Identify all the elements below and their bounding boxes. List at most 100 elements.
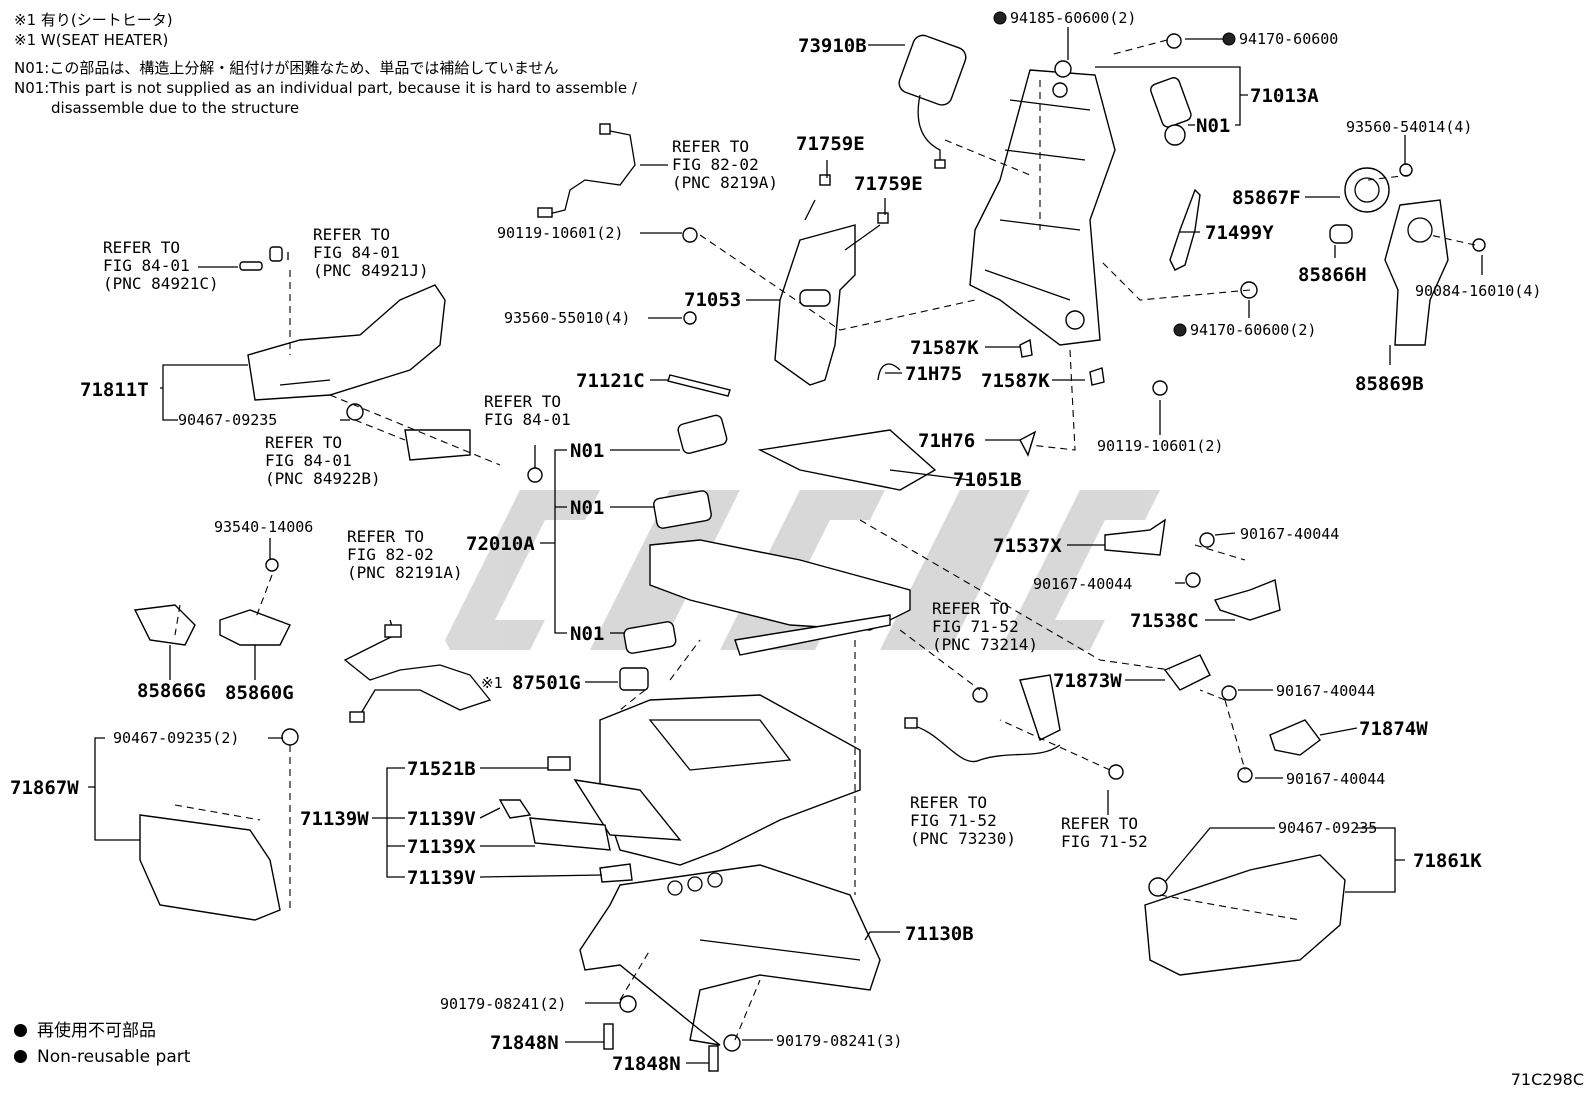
label-71H76[interactable]: 71H76 [918,430,975,452]
label-71587K-2[interactable]: 71587K [981,370,1050,392]
label-85866G[interactable]: 85866G [137,680,206,702]
ref-84922B-2[interactable]: FIG 84-01 [265,451,352,470]
label-73910B[interactable]: 73910B [798,35,867,57]
label-x1: ※1 [481,674,503,692]
label-90467-09235-b[interactable]: 90467-09235(2) [113,729,239,747]
label-71873W[interactable]: 71873W [1053,670,1122,692]
note-seat-heater-ja: ※1 有り(シートヒータ) [14,11,173,29]
label-71139V-2[interactable]: 71139V [407,867,476,889]
label-72010A[interactable]: 72010A [466,533,535,555]
ref-82191A-2[interactable]: FIG 82-02 [347,545,434,564]
label-71759E-1[interactable]: 71759E [796,133,865,155]
ref-8219A-1[interactable]: REFER TO [672,137,749,156]
non-reusable-dot [1222,32,1236,46]
connection-lines [174,39,1476,1041]
ref-84921C-2[interactable]: FIG 84-01 [103,256,190,275]
label-71521B[interactable]: 71521B [407,758,476,780]
side-shield-71811T [239,246,471,461]
label-71867W[interactable]: 71867W [10,777,79,799]
label-90467-09235-c[interactable]: 90467-09235 [1278,819,1377,837]
ref-73230-3[interactable]: (PNC 73230) [910,829,1016,848]
bullet-icon [14,1050,27,1063]
ref-73214-3[interactable]: (PNC 73214) [932,635,1038,654]
figure-code: 71C298C [1510,1070,1584,1089]
note-n01-en-cont: disassemble due to the structure [51,99,300,117]
ref-84921J-2[interactable]: FIG 84-01 [313,243,400,262]
ref-8219A-3[interactable]: (PNC 8219A) [672,173,778,192]
notes-block: ※1 有り(シートヒータ) ※1 W(SEAT HEATER) N01:この部品… [14,10,637,118]
fasteners [265,33,1486,1072]
label-71848N-2[interactable]: 71848N [612,1053,681,1075]
label-71130B[interactable]: 71130B [905,923,974,945]
label-71013A[interactable]: 71013A [1250,85,1319,107]
ref-73230-2[interactable]: FIG 71-52 [910,811,997,830]
label-71051B[interactable]: 71051B [953,469,1022,491]
label-71587K-1[interactable]: 71587K [910,337,979,359]
label-93560-55010[interactable]: 93560-55010(4) [504,309,630,327]
ref-84921J-1[interactable]: REFER TO [313,225,390,244]
ref-82191A-3[interactable]: (PNC 82191A) [347,563,463,582]
ref-7152-2[interactable]: FIG 71-52 [1061,832,1148,851]
label-85860G[interactable]: 85860G [225,682,294,704]
label-94170-60600-2[interactable]: 94170-60600(2) [1190,321,1316,339]
ref-84922B-3[interactable]: (PNC 84922B) [265,469,381,488]
label-71538C[interactable]: 71538C [1130,610,1199,632]
label-71499Y[interactable]: 71499Y [1205,222,1274,244]
ref-8401-1[interactable]: REFER TO [484,392,561,411]
seat-track-72010A [623,414,937,656]
label-90167-40044-d[interactable]: 90167-40044 [1286,770,1385,788]
note-seat-heater-en: ※1 W(SEAT HEATER) [14,31,169,49]
label-90179-08241-b[interactable]: 90179-08241(3) [776,1032,902,1050]
label-71537X[interactable]: 71537X [993,535,1062,557]
ref-73230-1[interactable]: REFER TO [910,793,987,812]
label-93560-54014[interactable]: 93560-54014(4) [1346,118,1472,136]
label-90167-40044-c[interactable]: 90167-40044 [1276,682,1375,700]
label-90119-10601-a[interactable]: 90119-10601(2) [497,224,623,242]
label-n01-b[interactable]: N01 [570,497,604,519]
part-labels: 73910B 94185-60600(2) 94170-60600 71013A… [10,9,1541,1075]
label-71874W[interactable]: 71874W [1359,718,1428,740]
ref-73214-1[interactable]: REFER TO [932,599,1009,618]
cover-71861K [1144,854,1346,976]
label-71848N-1[interactable]: 71848N [490,1032,559,1054]
label-85866H[interactable]: 85866H [1298,264,1367,286]
label-71139V-1[interactable]: 71139V [407,808,476,830]
label-71759E-2[interactable]: 71759E [854,173,923,195]
label-n01-c[interactable]: N01 [570,623,604,645]
label-90119-10601-b[interactable]: 90119-10601(2) [1097,437,1223,455]
label-71053[interactable]: 71053 [684,289,741,311]
label-85869B[interactable]: 85869B [1355,373,1424,395]
label-71811T[interactable]: 71811T [80,379,149,401]
ref-84921C-1[interactable]: REFER TO [103,238,180,257]
label-90179-08241-a[interactable]: 90179-08241(2) [440,995,566,1013]
seatback-panel-71053 [774,174,901,386]
ref-8219A-2[interactable]: FIG 82-02 [672,155,759,174]
ref-84922B-1[interactable]: REFER TO [265,433,342,452]
non-reusable-dot [1173,323,1187,337]
ref-73214-2[interactable]: FIG 71-52 [932,617,1019,636]
label-85867F[interactable]: 85867F [1232,187,1301,209]
ref-8401-2[interactable]: FIG 84-01 [484,410,571,429]
label-71139W[interactable]: 71139W [300,808,369,830]
label-71121C[interactable]: 71121C [576,370,645,392]
cushion-frame-71139W [498,694,861,883]
wire-harness-8219A [537,123,636,218]
ref-84921J-3[interactable]: (PNC 84921J) [313,261,429,280]
label-71H75[interactable]: 71H75 [905,363,962,385]
label-87501G[interactable]: 87501G [512,672,581,694]
label-71139X[interactable]: 71139X [407,836,476,858]
label-94170-60600[interactable]: 94170-60600 [1239,30,1338,48]
label-90167-40044-a[interactable]: 90167-40044 [1240,525,1339,543]
label-93540-14006[interactable]: 93540-14006 [214,518,313,536]
ref-84921C-3[interactable]: (PNC 84921C) [103,274,219,293]
legend-ja-text: 再使用不可部品 [37,1021,156,1041]
label-90084-16010[interactable]: 90084-16010(4) [1415,282,1541,300]
label-94185-60600[interactable]: 94185-60600(2) [1010,9,1136,27]
label-90167-40044-b[interactable]: 90167-40044 [1033,575,1132,593]
label-n01-a[interactable]: N01 [570,440,604,462]
label-n01-top[interactable]: N01 [1196,115,1230,137]
ref-82191A-1[interactable]: REFER TO [347,527,424,546]
ref-7152-1[interactable]: REFER TO [1061,814,1138,833]
label-71861K[interactable]: 71861K [1413,850,1482,872]
label-90467-09235-a[interactable]: 90467-09235 [178,411,277,429]
